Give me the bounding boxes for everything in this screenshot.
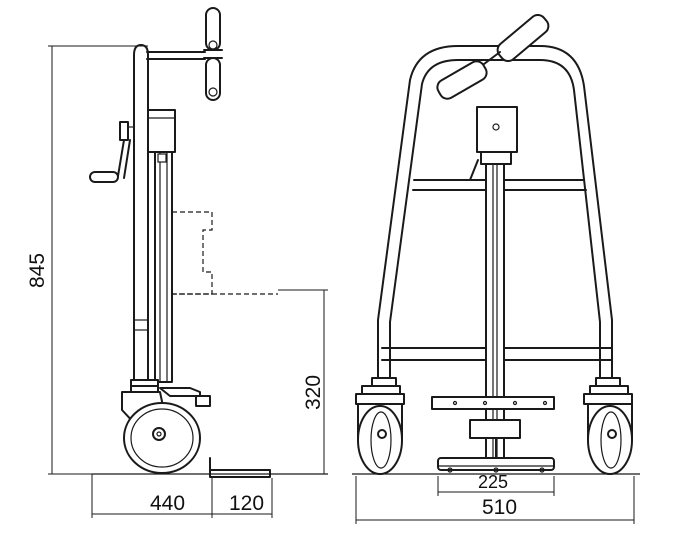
front-dimensions: [355, 476, 635, 524]
front-column: [485, 163, 505, 459]
front-right-caster: [583, 377, 633, 475]
dim-440: 440: [150, 492, 185, 515]
side-handle: [146, 7, 223, 101]
side-column: [154, 151, 173, 383]
side-gearbox: [147, 109, 176, 153]
front-view: [352, 13, 640, 475]
dim-510: 510: [482, 496, 517, 519]
dim-225: 225: [478, 472, 508, 492]
side-caster: [121, 379, 211, 474]
front-mid-plate: [431, 396, 555, 410]
dim-320: 320: [302, 375, 325, 410]
crank-handle: [89, 121, 134, 183]
dim-120: 120: [229, 492, 264, 515]
front-carriage: [469, 419, 521, 439]
side-view: [89, 7, 328, 478]
front-platform: [437, 457, 555, 471]
front-left-caster: [355, 377, 405, 475]
side-dimensions: [48, 45, 328, 518]
front-rollers: [436, 13, 550, 100]
dim-845: 845: [26, 253, 49, 288]
